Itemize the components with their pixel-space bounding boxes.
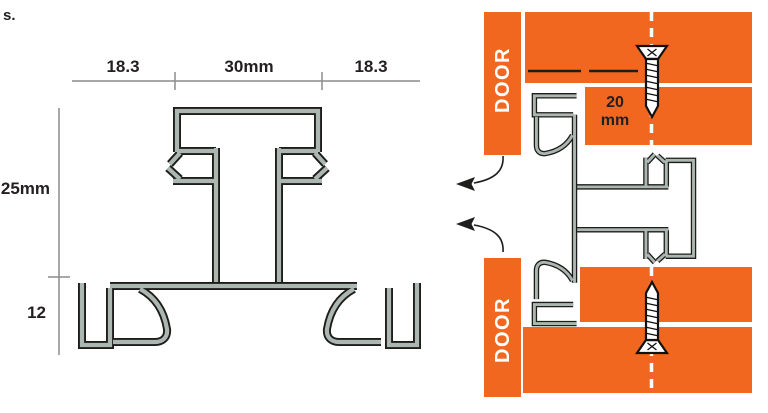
- left-profile-drawing: 18.3 30mm 18.3 25mm 12: [1, 57, 420, 355]
- screw-inset-label: 20 mm: [601, 94, 629, 129]
- dim-label-track-width: 30mm: [224, 57, 273, 76]
- right-install-drawing: 20 mm DOOR DOOR: [456, 12, 752, 397]
- dim-label-right-overhang: 18.3: [354, 57, 387, 76]
- arrow-bottom-head: [456, 217, 475, 231]
- panel-bottom-inner: [580, 267, 752, 322]
- door-strip-top: [484, 12, 521, 155]
- profile-outline: [82, 111, 417, 345]
- door-labels: DOOR DOOR: [492, 47, 514, 363]
- arrow-bottom-curve: [473, 224, 504, 253]
- direction-arrows: [456, 155, 504, 253]
- screw-inset-unit: mm: [601, 112, 629, 129]
- arrow-top-head: [456, 177, 475, 191]
- panel-bottom: [523, 327, 752, 393]
- door-panels: [484, 12, 752, 397]
- screw-inset-value: 20: [606, 94, 624, 111]
- profile-metal: [82, 111, 417, 345]
- dimension-labels: 18.3 30mm 18.3 25mm 12: [1, 57, 388, 322]
- dim-label-base-height: 12: [27, 303, 46, 322]
- dimension-lines: [48, 72, 420, 355]
- door-strip-bottom: [484, 258, 521, 397]
- dim-label-left-overhang: 18.3: [106, 57, 139, 76]
- arrow-top-curve: [473, 155, 504, 184]
- dim-label-body-height: 25mm: [1, 179, 50, 198]
- track-profile-cross-section: [82, 111, 417, 345]
- caption-fragment: s.: [3, 7, 16, 24]
- panel-top-inner: [585, 87, 752, 145]
- door-label-bottom: DOOR: [492, 297, 514, 363]
- door-label-top: DOOR: [492, 47, 514, 113]
